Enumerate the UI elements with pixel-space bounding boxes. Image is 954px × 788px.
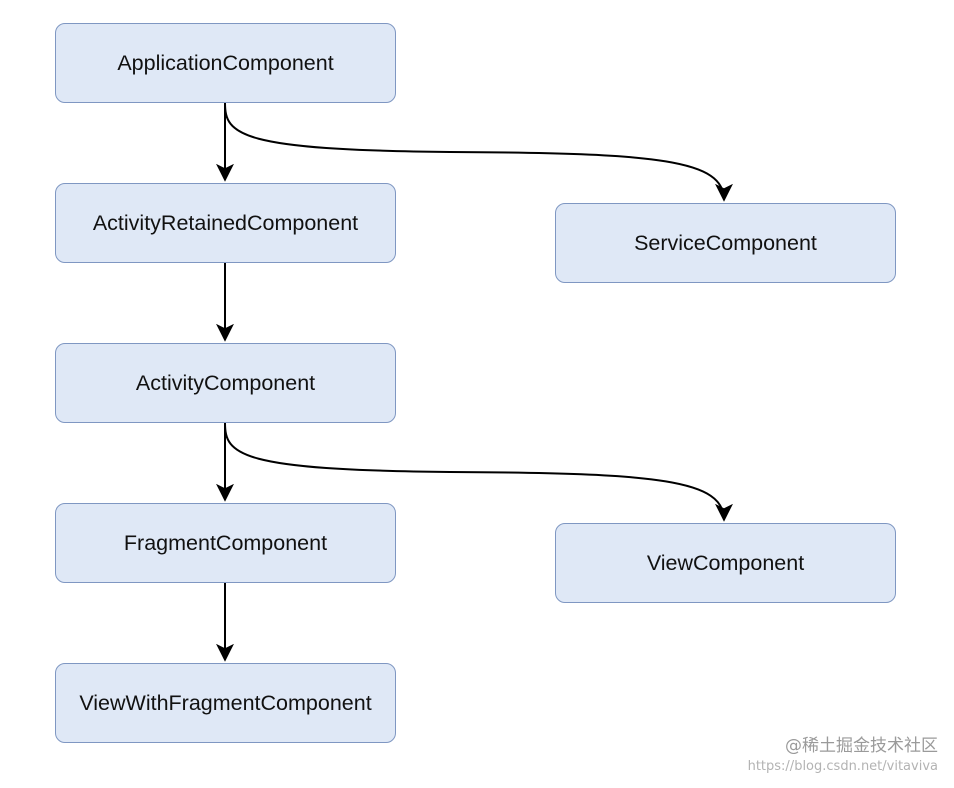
edge-application-to-service [224, 102, 733, 202]
node-fragment-component: FragmentComponent [55, 503, 396, 583]
node-service-component: ServiceComponent [555, 203, 896, 283]
node-view-with-fragment-component: ViewWithFragmentComponent [55, 663, 396, 743]
edge-activity-to-view [224, 422, 733, 522]
watermark-url: https://blog.csdn.net/vitaviva [747, 759, 938, 774]
node-activity-retained-component: ActivityRetainedComponent [55, 183, 396, 263]
node-activity-component: ActivityComponent [55, 343, 396, 423]
node-application-component: ApplicationComponent [55, 23, 396, 103]
node-view-component: ViewComponent [555, 523, 896, 603]
watermark-source: @稀土掘金技术社区 [785, 736, 938, 756]
